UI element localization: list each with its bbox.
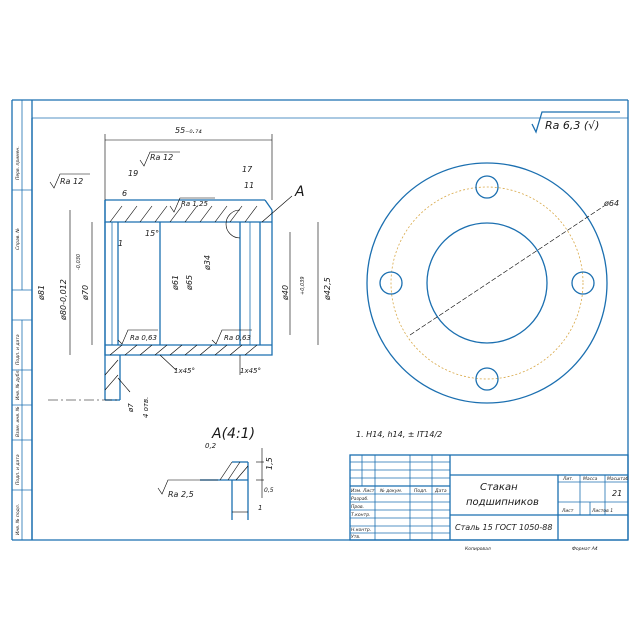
copied-label: Копировал: [465, 546, 491, 552]
part-name-1: Стакан: [480, 482, 518, 493]
dim-length: 55₋₀.₇₄: [175, 126, 202, 135]
general-roughness-text: Ra 6,3 (√): [545, 119, 599, 132]
mass-label: Масса: [583, 476, 598, 482]
col-sign: Подп.: [414, 488, 428, 494]
chamfer-right: 1x45°: [240, 367, 261, 375]
n-kontr: Н.контр.: [351, 527, 371, 533]
tolerance-note: 1. H14, h14, ± IT14/2: [356, 430, 442, 439]
general-roughness: Ra 6,3 (√): [531, 111, 620, 134]
detail-n1: 1: [258, 504, 262, 512]
pcd: ø64: [603, 199, 619, 208]
d34: ø34: [203, 255, 212, 271]
prov: Пров.: [351, 504, 364, 510]
d40-sup: +0,039: [300, 276, 306, 295]
side-label-4: Взам. инв. №: [15, 406, 21, 437]
drawing-frame: [11, 99, 629, 541]
format-label: Формат A4: [572, 546, 598, 552]
hole-dia: ø7: [127, 403, 135, 413]
d80: ø80-0,012: [59, 279, 68, 321]
n19: 19: [128, 169, 138, 178]
d81: ø81: [37, 285, 46, 301]
t-kontr: Т.контр.: [351, 512, 371, 518]
angle: 15°: [145, 229, 159, 238]
sheet-label: Лист: [561, 508, 574, 514]
detail-n15: 1,5: [265, 457, 274, 470]
d65: ø65: [185, 275, 194, 291]
n6: 6: [122, 189, 127, 198]
side-label-5: Подп. и дата: [15, 454, 21, 485]
side-label-2: Подп. и дата: [15, 334, 21, 365]
sheets-label: Листов 1: [591, 508, 613, 514]
n17: 17: [242, 165, 253, 174]
end-view: ø64: [366, 162, 619, 404]
section-view: A 55₋₀.₇₄ Ra 12 Ra 12 Ra 1,25 19 6 17 11…: [37, 126, 332, 418]
col-izm: Изм. Лист: [351, 488, 375, 494]
side-label-1: Справ. №: [15, 228, 21, 250]
scale-label: Масштаб: [607, 476, 629, 482]
hatch-bottom: [104, 344, 258, 391]
detail-n012: 0,2: [205, 442, 217, 450]
detail-roughness: Ra 2,5: [168, 490, 194, 499]
part-name-2: подшипников: [466, 497, 539, 508]
d425: ø42,5: [323, 277, 332, 301]
label-A: A: [294, 184, 305, 200]
side-label-0: Перв. примен.: [15, 146, 21, 180]
utv: Утв.: [351, 534, 360, 540]
d40: ø40: [281, 285, 290, 301]
title-block: Изм. Лист № докум. Подп. Дата Разраб. Пр…: [349, 454, 629, 552]
ra063-right: Ra 0,63: [224, 334, 251, 342]
n11: 11: [244, 181, 254, 190]
chamfer1: 1: [118, 239, 123, 248]
detail-title: A(4:1): [211, 426, 255, 442]
col-doc: № докум.: [379, 488, 402, 494]
side-labels: Перв. примен. Справ. № Подп. и дата Инв.…: [15, 146, 21, 535]
hatch-top: [109, 205, 258, 223]
lit-label: Лит.: [562, 476, 573, 482]
razrab: Разраб.: [351, 496, 369, 502]
side-label-6: Инв. № подл.: [15, 504, 21, 535]
chamfer-bottom: 1x45°: [174, 367, 195, 375]
d70: ø70: [81, 285, 90, 301]
col-date: Дата: [434, 488, 447, 494]
roughness-top: Ra 12: [150, 153, 173, 162]
roughness-inner: Ra 1,25: [181, 200, 209, 208]
holes-count: 4 отв.: [142, 397, 150, 418]
d70-sup: -0,030: [76, 254, 82, 270]
side-label-3: Инв. № дубл.: [15, 369, 21, 400]
detail-n05: 0,5: [264, 487, 274, 494]
roughness-left: Ra 12: [60, 177, 83, 186]
d61: ø61: [171, 275, 180, 291]
ra063-left: Ra 0,63: [130, 334, 157, 342]
detail-A: A(4:1) 1,5 0,5 0,2 1 Ra 2,5: [157, 426, 274, 520]
mass-value: 21: [612, 489, 622, 498]
material: Сталь 15 ГОСТ 1050-88: [455, 523, 552, 532]
